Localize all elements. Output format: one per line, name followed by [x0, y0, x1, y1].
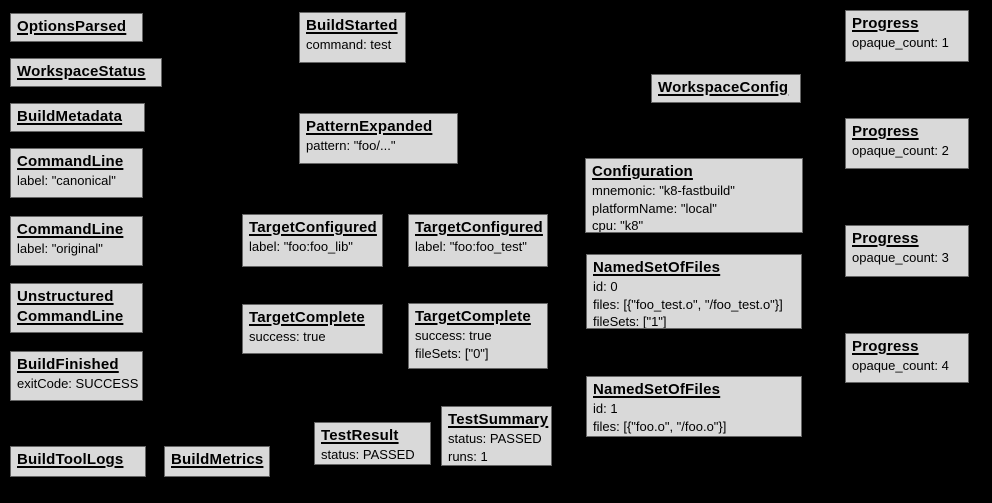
event-title: Progress — [852, 338, 919, 355]
event-box-unstructured-command-line: Unstructured CommandLine — [10, 283, 143, 333]
event-box-build-tool-logs: BuildToolLogs — [10, 446, 146, 477]
event-attribute: exitCode: SUCCESS — [17, 376, 139, 391]
event-title: BuildMetadata — [17, 108, 123, 125]
event-title: CommandLine — [17, 153, 124, 170]
event-attribute: command: test — [306, 37, 392, 52]
event-attribute: opaque_count: 4 — [852, 358, 949, 373]
event-title: Progress — [852, 15, 919, 32]
event-title: TargetConfigured — [249, 219, 377, 236]
event-title: CommandLine — [17, 221, 124, 238]
event-attribute: label: "foo:foo_test" — [415, 239, 527, 254]
event-attribute: platformName: "local" — [592, 200, 717, 216]
event-attribute: success: true — [415, 328, 492, 343]
event-title: TestResult — [321, 427, 399, 444]
event-attribute: status: PASSED — [448, 431, 542, 446]
event-box-pattern-expanded: PatternExpanded pattern: "foo/..." — [299, 113, 458, 164]
event-title: TargetComplete — [249, 309, 365, 326]
event-attribute: opaque_count: 2 — [852, 143, 949, 158]
event-box-target-complete-foo-test: TargetComplete success: true fileSets: [… — [408, 303, 548, 369]
event-box-command-line-canonical: CommandLine label: "canonical" — [10, 148, 143, 198]
event-box-target-configured-foo-lib: TargetConfigured label: "foo:foo_lib" — [242, 214, 383, 267]
event-title: TargetConfigured — [415, 219, 543, 236]
event-title: NamedSetOfFiles — [593, 381, 721, 398]
event-box-workspace-status: WorkspaceStatus — [10, 58, 162, 87]
event-attribute: success: true — [249, 329, 326, 344]
event-box-named-set-of-files-0: NamedSetOfFiles id: 0 files: [{"foo_test… — [586, 254, 802, 329]
event-title: Progress — [852, 123, 919, 140]
event-title: BuildMetrics — [171, 451, 264, 468]
event-title: Unstructured CommandLine — [17, 288, 124, 325]
event-attribute: label: "foo:foo_lib" — [249, 239, 353, 254]
event-attribute: files: [{"foo_test.o", "/foo_test.o"}] — [593, 296, 783, 312]
event-box-test-summary: TestSummary status: PASSED runs: 1 — [441, 406, 552, 466]
event-attribute: label: "original" — [17, 241, 103, 256]
event-title: Configuration — [592, 163, 693, 180]
event-title: BuildToolLogs — [17, 451, 124, 468]
event-attribute: runs: 1 — [448, 448, 488, 464]
event-title: PatternExpanded — [306, 118, 433, 135]
event-title: BuildFinished — [17, 356, 119, 373]
event-attribute: cpu: "k8" — [592, 218, 644, 233]
event-box-progress-2: Progress opaque_count: 2 — [845, 118, 969, 169]
event-box-progress-3: Progress opaque_count: 3 — [845, 225, 969, 277]
event-attribute: mnemonic: "k8-fastbuild" — [592, 183, 735, 198]
event-box-progress-1: Progress opaque_count: 1 — [845, 10, 969, 62]
event-title: TargetComplete — [415, 308, 531, 325]
event-box-command-line-original: CommandLine label: "original" — [10, 216, 143, 266]
event-title: OptionsParsed — [17, 18, 127, 35]
event-title: WorkspaceConfig — [658, 79, 789, 96]
event-title: Progress — [852, 230, 919, 247]
event-title: NamedSetOfFiles — [593, 259, 721, 276]
event-title: BuildStarted — [306, 17, 398, 34]
event-attribute: label: "canonical" — [17, 173, 116, 188]
event-box-configuration: Configuration mnemonic: "k8-fastbuild" p… — [585, 158, 803, 233]
event-attribute: files: [{"foo.o", "/foo.o"}] — [593, 418, 727, 434]
event-attribute: opaque_count: 3 — [852, 250, 949, 265]
event-box-build-metadata: BuildMetadata — [10, 103, 145, 132]
event-attribute: opaque_count: 1 — [852, 35, 949, 50]
event-box-build-finished: BuildFinished exitCode: SUCCESS — [10, 351, 143, 401]
event-attribute: fileSets: ["1"] — [593, 314, 667, 329]
event-title: WorkspaceStatus — [17, 63, 146, 80]
event-box-options-parsed: OptionsParsed — [10, 13, 143, 42]
event-attribute: id: 1 — [593, 401, 618, 416]
event-attribute: id: 0 — [593, 279, 618, 294]
event-box-progress-4: Progress opaque_count: 4 — [845, 333, 969, 383]
event-box-build-started: BuildStarted command: test — [299, 12, 406, 63]
event-title: TestSummary — [448, 411, 549, 428]
event-box-target-complete-foo-lib: TargetComplete success: true — [242, 304, 383, 354]
event-attribute: fileSets: ["0"] — [415, 345, 489, 361]
event-attribute: status: PASSED — [321, 447, 415, 462]
event-box-target-configured-foo-test: TargetConfigured label: "foo:foo_test" — [408, 214, 548, 267]
event-attribute: pattern: "foo/..." — [306, 138, 396, 153]
event-box-build-metrics: BuildMetrics — [164, 446, 270, 477]
event-box-test-result: TestResult status: PASSED — [314, 422, 431, 465]
event-box-named-set-of-files-1: NamedSetOfFiles id: 1 files: [{"foo.o", … — [586, 376, 802, 437]
event-box-workspace-config: WorkspaceConfig — [651, 74, 801, 103]
